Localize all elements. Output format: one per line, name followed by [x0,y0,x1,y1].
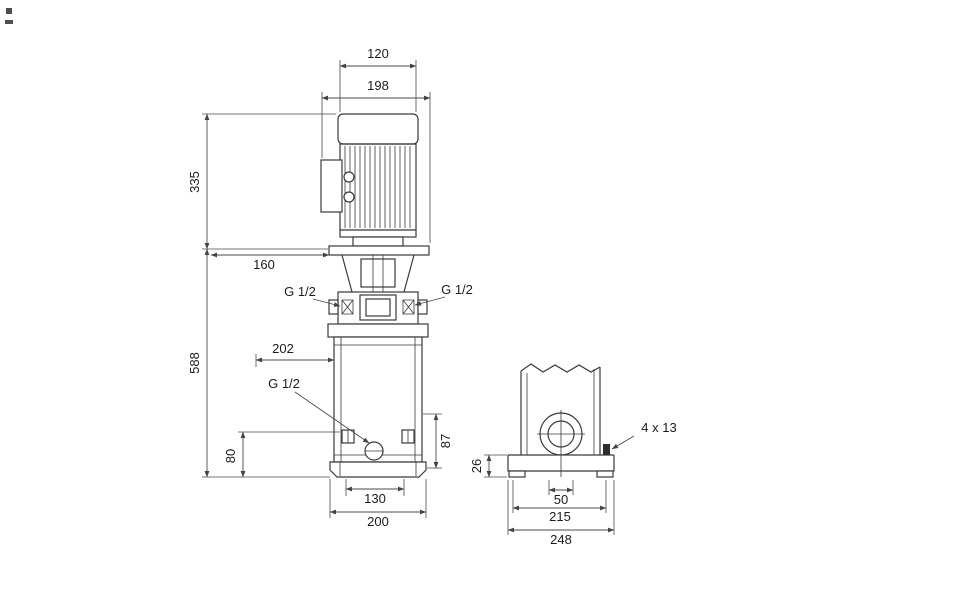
coupling [365,298,391,317]
head-window [359,294,397,321]
stool-sides [341,254,415,293]
dim-label-200: 200 [367,514,389,529]
port-left-text: G 1/2 [284,284,316,299]
dim-label-198: 198 [367,78,389,93]
dim-label-120: 120 [367,46,389,61]
corner-marks [5,8,13,24]
motor [320,113,419,247]
thread-mark-left [341,299,354,315]
dim-80: 80 [223,431,340,478]
port-label-left: G 1/2 [284,284,341,307]
base-lines [339,462,417,476]
dim-130: 130 [345,479,405,506]
shaft-lines [372,255,384,292]
side-port [537,410,585,477]
dim-200: 200 [329,479,427,529]
port-right-text: G 1/2 [441,282,473,297]
dim-label-335: 335 [187,171,202,193]
dim-label-130: 130 [364,491,386,506]
dim-202: 202 [255,341,335,367]
dim-label-87: 87 [438,434,453,448]
dim-120: 120 [339,46,417,112]
head-flange [327,323,429,338]
dim-198: 198 [321,78,431,243]
bolt-slot [603,444,610,455]
dim-50: 50 [548,480,574,507]
dim-label-80: 80 [223,449,238,463]
stool-flange [328,245,430,256]
motor-flange [339,229,417,238]
motor-stool [328,245,430,293]
front-view: 120 198 335 588 160 202 [187,46,473,529]
dim-215: 215 [512,480,607,524]
dim-label-588: 588 [187,352,202,374]
chamber-stack [333,336,423,463]
motor-neck [352,236,404,247]
dim-248: 248 [507,480,615,547]
dim-label-160: 160 [253,257,275,272]
drain-label: G 1/2 [268,376,370,444]
motor-fins [344,146,411,228]
port-stub-left [328,299,339,315]
port-bore [547,420,575,448]
dim-160: 160 [210,252,330,272]
foot-right [596,470,614,478]
sleeve-outer [520,367,601,455]
base-plate [329,461,427,478]
bolt-callout: 4 x 13 [611,420,677,450]
sleeve-inner [526,369,595,455]
port-label-right: G 1/2 [414,282,473,306]
base-front [329,461,427,478]
sleeve-lines [334,337,422,462]
dim-335: 335 [187,113,336,250]
dim-label-202: 202 [272,341,294,356]
pump-head [327,291,429,338]
coupling-window [360,258,396,288]
dim-label-248: 248 [550,532,572,547]
dim-87: 87 [423,413,453,469]
break-line [520,363,601,373]
foot-left [508,470,526,478]
dim-26: 26 [469,454,507,478]
dim-label-26: 26 [469,459,484,473]
dim-588: 588 [187,248,330,478]
motor-fan-cover [337,113,419,145]
thread-mark-right [402,299,415,315]
bolt-callout-text: 4 x 13 [641,420,676,435]
side-sleeve [520,363,601,455]
cable-entry-bottom [343,191,355,203]
dim-label-215: 215 [549,509,571,524]
head-block [337,291,419,325]
drain-text: G 1/2 [268,376,300,391]
port-stub-right [417,299,428,315]
side-view: 26 4 x 13 50 215 248 [469,363,677,547]
dim-label-50: 50 [554,492,568,507]
cable-entry-top [343,171,355,183]
gauge-port-lines [347,430,409,443]
terminal-box [320,159,343,213]
